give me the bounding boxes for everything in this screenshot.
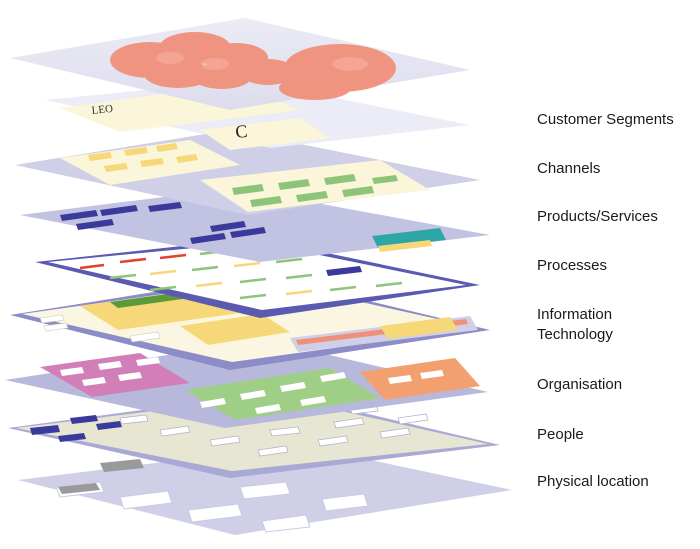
label-processes: Processes	[537, 257, 608, 274]
layer-channels	[15, 130, 480, 215]
label-information-technology-line-1: Information	[537, 306, 613, 323]
layer-products-services	[20, 188, 490, 276]
label-physical-location: Physical location	[537, 473, 649, 490]
svg-text:LEO: LEO	[91, 103, 114, 117]
layer-organisation	[5, 340, 488, 428]
label-information-technology: Information Technology	[537, 305, 613, 345]
svg-text:C: C	[234, 121, 248, 142]
label-organisation: Organisation	[537, 376, 623, 393]
label-information-technology-line-2: Technology	[537, 326, 613, 343]
label-customer-segments: Customer Segments	[537, 111, 674, 128]
stacked-layers-illustration: LEO C	[5, 18, 512, 535]
layer-customer-segments: LEO C	[10, 18, 470, 150]
layer-processes	[35, 238, 480, 318]
layer-information-technology	[10, 275, 490, 370]
label-products-services: Products/Services	[537, 208, 658, 225]
label-channels: Channels	[537, 160, 601, 177]
layer-people	[8, 392, 500, 478]
layer-physical-location	[18, 445, 512, 535]
label-people: People	[537, 426, 584, 443]
